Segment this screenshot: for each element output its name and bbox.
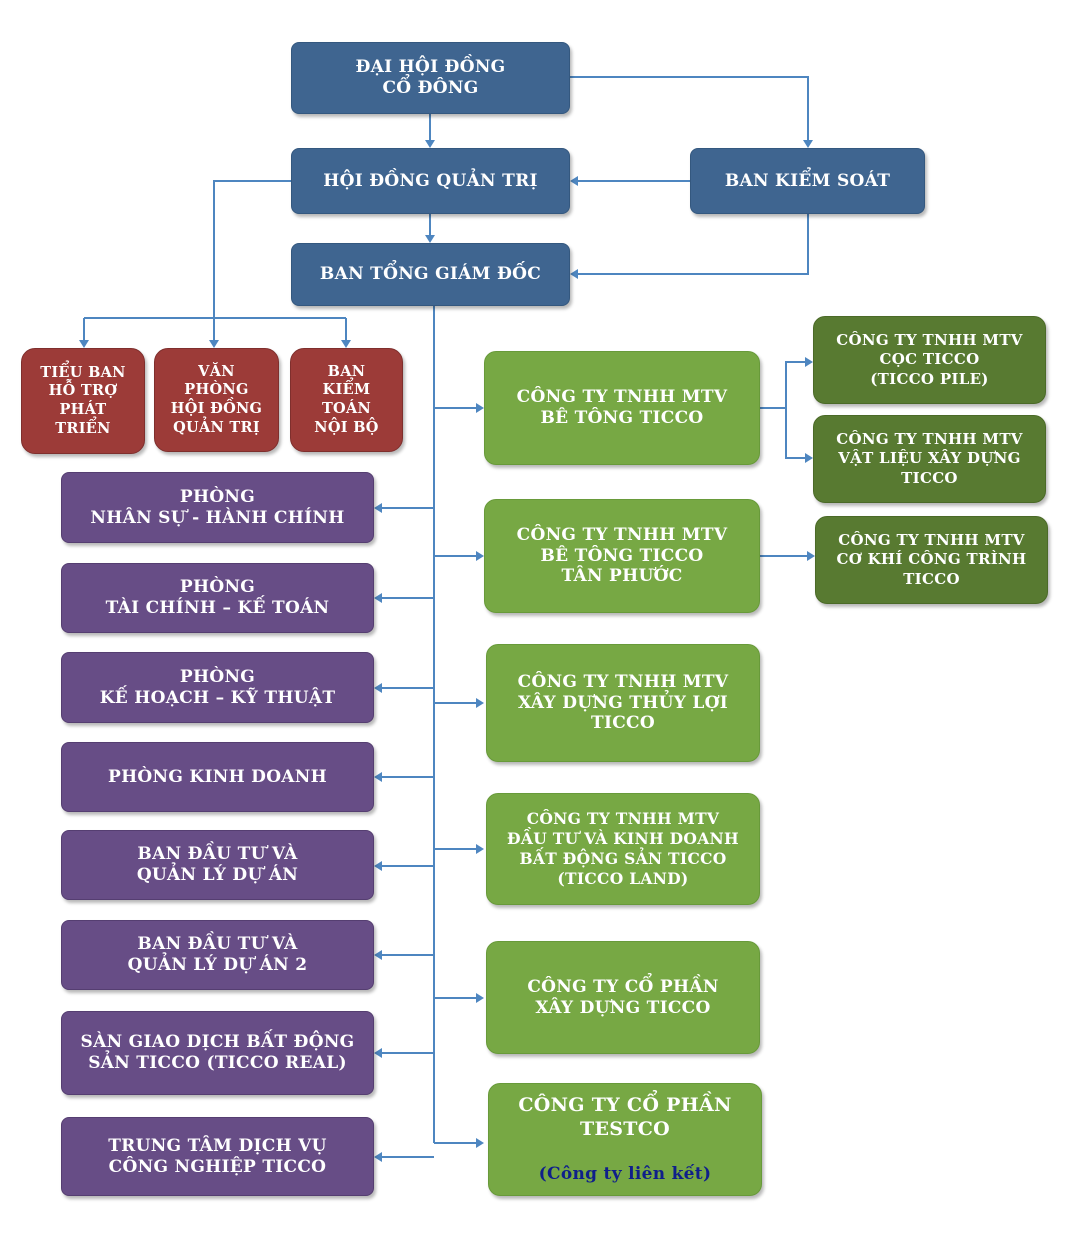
department-label: SÀN GIAO DỊCH BẤT ĐỘNG SẢN TICCO (TICCO … [80,1032,355,1073]
second-tier-building-materials-box: CÔNG TY TNHH MTV VẬT LIỆU XÂY DỰNG TICCO [813,415,1046,503]
second-tier-label: CÔNG TY TNHH MTV CƠ KHÍ CÔNG TRÌNH TICCO [836,530,1027,588]
board-of-directors-label: HỘI ĐỒNG QUẢN TRỊ [323,170,538,191]
shareholders-meeting-box: ĐẠI HỘI ĐỒNG CỔ ĐÔNG [291,42,570,114]
department-real-estate-exchange-box: SÀN GIAO DỊCH BẤT ĐỘNG SẢN TICCO (TICCO … [61,1011,374,1095]
supervisory-board-box: BAN KIỂM SOÁT [690,148,925,214]
connector-shareholders-supervisory [570,76,809,140]
arrow-head [341,340,351,348]
subsidiary-label: CÔNG TY CỔ PHẦN XÂY DỰNG TICCO [527,976,719,1018]
arrow-head [476,698,484,708]
arrow-head [374,683,382,693]
arrow-head [570,176,578,186]
department-investment-box: BAN ĐẦU TƯ VÀ QUẢN LÝ DỰ ÁN [61,830,374,900]
arrow-head [374,1152,382,1162]
arrow-head [803,140,813,148]
arrow-head [476,403,484,413]
committee-internal-audit-box: BAN KIỂM TOÁN NỘI BỘ [290,348,403,452]
connector-concrete-materials [785,408,805,459]
department-planning-box: PHÒNG KẾ HOẠCH – KỸ THUẬT [61,652,374,723]
arrow-head [476,1138,484,1148]
subsidiary-label: CÔNG TY TNHH MTV BÊ TÔNG TICCO [516,387,728,428]
subsidiary-ticco-land-box: CÔNG TY TNHH MTV ĐẦU TƯ VÀ KINH DOANH BẤ… [486,793,760,905]
subsidiary-label: CÔNG TY TNHH MTV BÊ TÔNG TICCO TÂN PHƯỚC [516,524,728,587]
committee-label: VĂN PHÒNG HỘI ĐỒNG QUẢN TRỊ [170,362,263,436]
department-finance-box: PHÒNG TÀI CHÍNH – KẾ TOÁN [61,563,374,633]
subsidiary-label: CÔNG TY TNHH MTV XÂY DỰNG THỦY LỢI TICCO [517,671,729,734]
committee-board-office-box: VĂN PHÒNG HỘI ĐỒNG QUẢN TRỊ [154,348,279,452]
arrow-head [807,551,815,561]
subsidiary-concrete-box: CÔNG TY TNHH MTV BÊ TÔNG TICCO [484,351,760,465]
department-investment-2-box: BAN ĐẦU TƯ VÀ QUẢN LÝ DỰ ÁN 2 [61,920,374,990]
department-label: PHÒNG KINH DOANH [107,766,328,787]
department-industrial-service-box: TRUNG TÂM DỊCH VỤ CÔNG NGHIỆP TICCO [61,1117,374,1196]
board-of-directors-box: HỘI ĐỒNG QUẢN TRỊ [291,148,570,214]
subsidiary-construction-jsc-box: CÔNG TY CỔ PHẦN XÂY DỰNG TICCO [486,941,760,1054]
arrow-head [570,269,578,279]
associate-testco-box: CÔNG TY CỔ PHẦN TESTCO (Công ty liên kết… [488,1083,762,1196]
executive-board-label: BAN TỔNG GIÁM ĐỐC [319,264,542,285]
subsidiary-concrete-tan-phuoc-box: CÔNG TY TNHH MTV BÊ TÔNG TICCO TÂN PHƯỚC [484,499,760,613]
connector-board-committees [213,180,291,318]
arrow-head [476,844,484,854]
department-label: BAN ĐẦU TƯ VÀ QUẢN LÝ DỰ ÁN [136,844,299,885]
arrow-head [476,551,484,561]
arrow-head [805,453,813,463]
arrow-head [79,340,89,348]
committee-development-box: TIỂU BAN HỖ TRỢ PHÁT TRIỂN [21,348,145,454]
arrow-head [374,593,382,603]
arrow-head [374,1048,382,1058]
arrow-head [374,503,382,513]
department-label: PHÒNG NHÂN SỰ - HÀNH CHÍNH [90,486,345,528]
connector-concrete-pile [760,361,805,409]
associate-label: CÔNG TY CỔ PHẦN TESTCO (Công ty liên kết… [518,1071,731,1208]
second-tier-mechanical-box: CÔNG TY TNHH MTV CƠ KHÍ CÔNG TRÌNH TICCO [815,516,1048,604]
second-tier-label: CÔNG TY TNHH MTV VẬT LIỆU XÂY DỰNG TICCO [836,429,1023,487]
associate-name: CÔNG TY CỔ PHẦN TESTCO [518,1094,732,1140]
arrow-head [425,140,435,148]
department-label: PHÒNG KẾ HOẠCH – KỸ THUẬT [99,666,336,708]
department-label: BAN ĐẦU TƯ VÀ QUẢN LÝ DỰ ÁN 2 [127,934,308,975]
department-label: PHÒNG TÀI CHÍNH – KẾ TOÁN [105,577,330,618]
arrow-head [209,340,219,348]
arrow-head [805,357,813,367]
connector-supervisory-executive [578,214,809,275]
arrow-head [374,950,382,960]
arrow-head [476,993,484,1003]
subsidiary-irrigation-box: CÔNG TY TNHH MTV XÂY DỰNG THỦY LỢI TICCO [486,644,760,762]
second-tier-label: CÔNG TY TNHH MTV CỌC TICCO (TICCO PILE) [836,330,1023,388]
arrow-head [374,861,382,871]
associate-note: (Công ty liên kết) [538,1163,712,1184]
department-hr-admin-box: PHÒNG NHÂN SỰ - HÀNH CHÍNH [61,472,374,543]
shareholders-meeting-label: ĐẠI HỘI ĐỒNG CỔ ĐÔNG [355,57,506,98]
executive-board-box: BAN TỔNG GIÁM ĐỐC [291,243,570,306]
supervisory-board-label: BAN KIỂM SOÁT [724,170,891,191]
arrow-head [374,772,382,782]
subsidiary-label: CÔNG TY TNHH MTV ĐẦU TƯ VÀ KINH DOANH BẤ… [507,809,739,888]
department-sales-box: PHÒNG KINH DOANH [61,742,374,812]
second-tier-ticco-pile-box: CÔNG TY TNHH MTV CỌC TICCO (TICCO PILE) [813,316,1046,404]
committee-label: BAN KIỂM TOÁN NỘI BỘ [314,362,379,436]
arrow-head [425,235,435,243]
committee-label: TIỂU BAN HỖ TRỢ PHÁT TRIỂN [40,363,126,437]
department-label: TRUNG TÂM DỊCH VỤ CÔNG NGHIỆP TICCO [108,1135,327,1177]
